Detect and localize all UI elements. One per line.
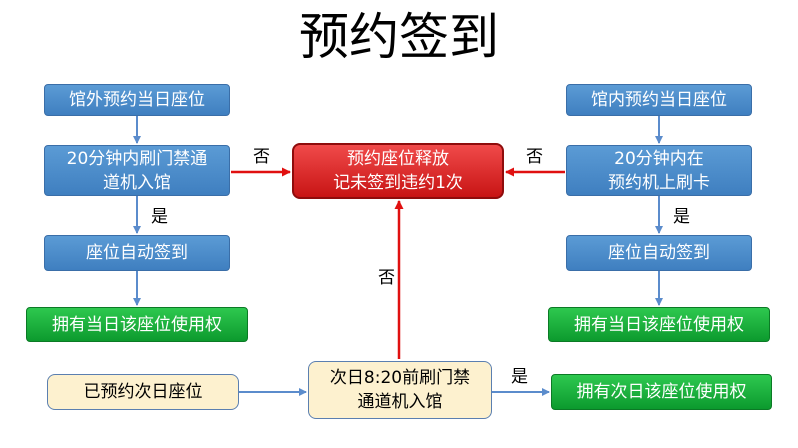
right-step-auto-checkin: 座位自动签到 <box>566 235 752 271</box>
bottom-start-reserved-next-day: 已预约次日座位 <box>47 374 239 410</box>
label-no-right: 否 <box>526 147 543 167</box>
left-step-reserve-outside: 馆外预约当日座位 <box>44 84 230 116</box>
left-result-today-seat: 拥有当日该座位使用权 <box>26 307 248 342</box>
label-yes-left: 是 <box>151 207 168 227</box>
label-no-left: 否 <box>253 147 270 167</box>
label-no-bottom: 否 <box>378 268 395 288</box>
right-step-swipe-machine: 20分钟内在 预约机上刷卡 <box>566 145 752 196</box>
left-step-swipe-gate: 20分钟内刷门禁通 道机入馆 <box>44 145 230 196</box>
right-result-today-seat: 拥有当日该座位使用权 <box>548 307 770 342</box>
page-title: 预约签到 <box>299 8 499 66</box>
bottom-result-next-day-seat: 拥有次日该座位使用权 <box>551 374 772 410</box>
left-step-auto-checkin: 座位自动签到 <box>44 235 230 271</box>
label-yes-bottom: 是 <box>511 367 528 387</box>
penalty-box: 预约座位释放 记未签到违约1次 <box>292 143 504 199</box>
right-step-reserve-inside: 馆内预约当日座位 <box>566 84 752 116</box>
label-yes-right: 是 <box>673 207 690 227</box>
bottom-check-gate-before-820: 次日8:20前刷门禁 通道机入馆 <box>308 361 492 419</box>
